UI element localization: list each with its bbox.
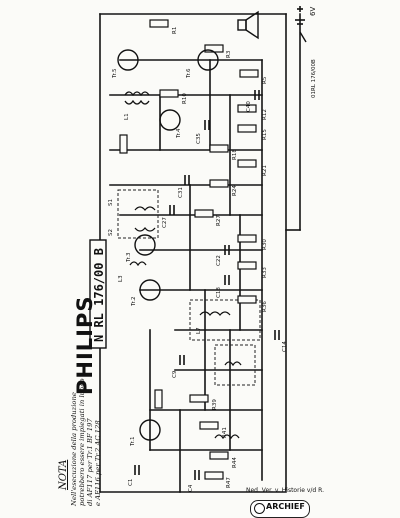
component-label: R5: [262, 76, 268, 84]
model-label-frame: [89, 239, 107, 349]
footer-note: Ned. Ver. v. Historie v/d R.: [246, 487, 324, 494]
transistor-label: Tr.2: [131, 296, 137, 306]
transistor-label: Tr.4: [176, 128, 182, 138]
nota-line-4: e AF116 per Tr.2 AC 128: [94, 420, 102, 506]
transistor-label: Tr.1: [130, 436, 136, 446]
component-label: R12: [262, 109, 268, 120]
component-label: R44: [232, 457, 238, 468]
component-label: C18: [216, 287, 222, 298]
nota-line-2: potrebbero essere impiegati in luogo: [78, 378, 86, 506]
component-label: C9: [172, 370, 178, 378]
component-label: S2: [108, 229, 114, 236]
model-number-side: 01RL 176/00B: [311, 59, 317, 98]
component-label: C27: [162, 217, 168, 228]
component-label: C31: [178, 187, 184, 198]
nota-line-3: di AF117 per Tr.1 BF 197: [86, 418, 94, 506]
component-label: R27: [216, 215, 222, 226]
transistor-label: Tr.5: [112, 68, 118, 78]
component-label: C22: [216, 255, 222, 266]
component-label: R3: [226, 50, 232, 58]
component-label: R41: [222, 427, 228, 438]
battery-icon: [295, 6, 305, 25]
component-label: R30: [262, 239, 268, 250]
component-label: L1: [124, 113, 130, 120]
component-label: S1: [108, 199, 114, 206]
component-label: L7: [196, 327, 202, 334]
transistor-label: Tr.3: [126, 252, 132, 262]
archive-stamp-text: ARCHIEF: [266, 502, 305, 511]
component-label: C40: [246, 101, 252, 112]
component-label: R21: [262, 165, 268, 176]
archive-stamp-icon: [254, 503, 265, 514]
component-label: R15: [262, 129, 268, 140]
component-label: L3: [118, 275, 124, 282]
component-label: R39: [212, 399, 218, 410]
model-number: N RL 176/00 B: [92, 248, 106, 342]
nota-title: NOTA: [58, 459, 69, 490]
component-label: C4: [188, 484, 194, 492]
component-label: C1: [128, 478, 134, 486]
component-label: R47: [226, 477, 232, 488]
archive-stamp: ARCHIEF: [250, 500, 310, 518]
component-label: R10: [182, 93, 188, 104]
component-label: R24: [232, 185, 238, 196]
nota-line-1: Nell'esecuzione della produzione: [70, 392, 78, 506]
component-label: R33: [262, 267, 268, 278]
transistor-label: Tr.6: [186, 68, 192, 78]
component-label: R18: [232, 149, 238, 160]
component-label: C14: [282, 341, 288, 352]
loudspeaker-icon: [237, 10, 259, 40]
component-label: R36: [262, 301, 268, 312]
switch-icon: [299, 31, 307, 43]
component-label: C35: [196, 133, 202, 144]
component-label: R1: [172, 26, 178, 34]
supply-voltage: 6V: [309, 6, 317, 16]
